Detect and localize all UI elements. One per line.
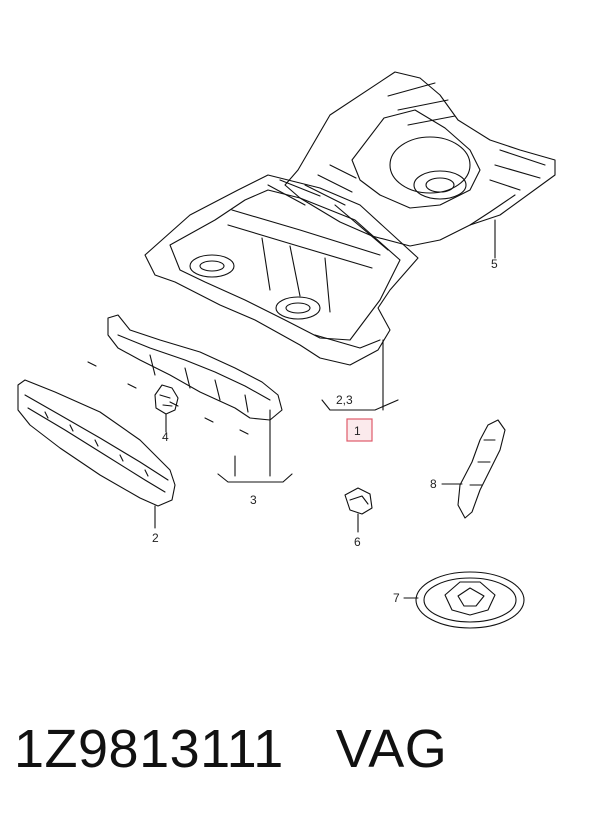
bracket-part-4: [154, 384, 179, 433]
label-part-3: 3: [250, 493, 257, 507]
spare-wheel-cover: [403, 571, 525, 629]
label-part-7: 7: [393, 591, 400, 605]
cross-member: [87, 314, 283, 435]
callout-bracket-2-3: [321, 399, 399, 411]
rear-floor-pan: [284, 71, 556, 259]
sill-member: [17, 379, 176, 529]
clip-part-6: [344, 487, 373, 533]
label-part-2: 2: [152, 531, 159, 545]
label-part-8: 8: [430, 477, 437, 491]
label-part-4: 4: [162, 430, 169, 444]
part-1-highlight: [346, 418, 373, 442]
callout-bracket-3: [217, 409, 293, 483]
label-part-6: 6: [354, 535, 361, 549]
bracket-part-8: [441, 419, 506, 519]
label-part-1: 1: [354, 424, 361, 438]
part-number-caption: 1Z9813111 VAG: [14, 718, 600, 798]
label-part-2-3: 2,3: [336, 393, 353, 407]
part-number: 1Z9813111: [14, 719, 284, 779]
front-floor-pan: [144, 174, 419, 411]
brand-name: VAG: [335, 719, 448, 779]
label-part-5: 5: [491, 257, 498, 271]
